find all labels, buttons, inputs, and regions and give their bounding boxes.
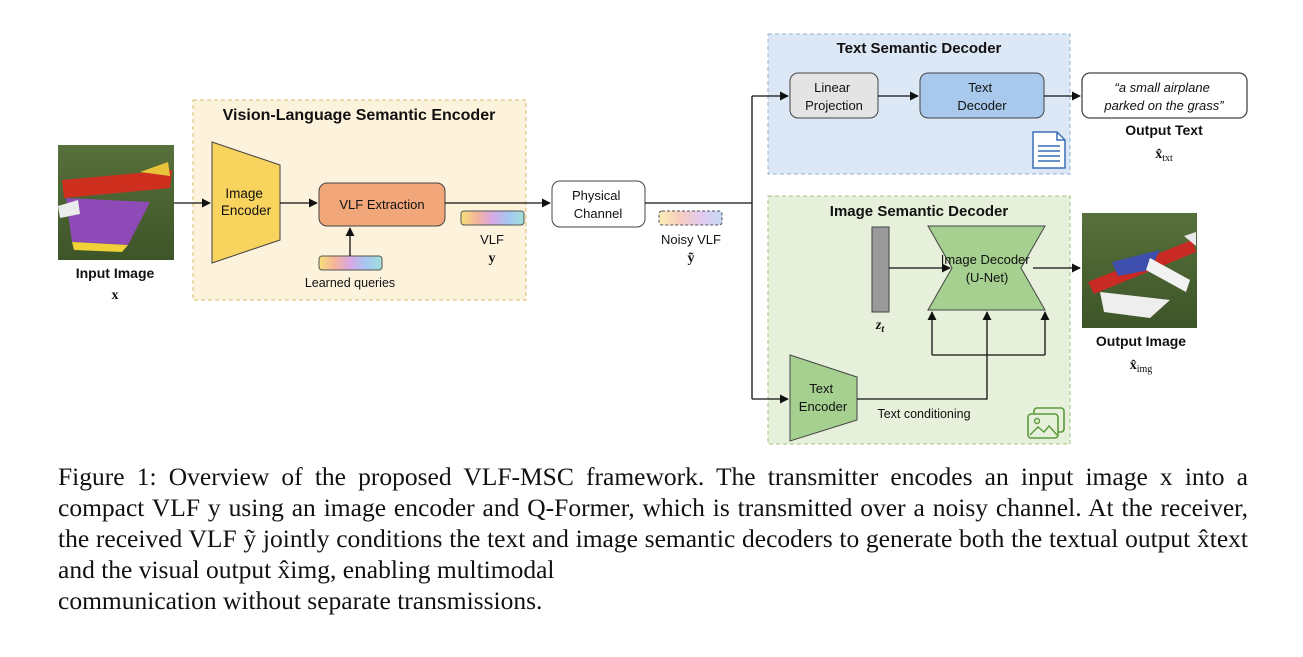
text-decoder-title: Text Semantic Decoder — [837, 40, 1002, 57]
output-image-symbol-sub: img — [1137, 364, 1153, 375]
output-quote-line-2: parked on the grass” — [1103, 98, 1224, 113]
physical-channel-line-2: Channel — [574, 206, 623, 221]
physical-channel-line-1: Physical — [572, 188, 621, 203]
output-quote-line-1: “a small airplane — [1115, 80, 1210, 95]
input-image-symbol: x — [112, 288, 119, 303]
vlf-bar — [460, 210, 525, 226]
text-encoder-label: Text Encoder — [799, 381, 848, 414]
caption-body: Figure 1: Overview of the proposed VLF-M… — [58, 462, 1248, 584]
input-image — [58, 145, 174, 260]
connectors — [174, 91, 1081, 404]
text-encoder-line-1: Text — [809, 381, 833, 396]
noisy-vlf-symbol: ỹ — [688, 251, 695, 266]
learned-queries-label: Learned queries — [305, 276, 395, 290]
text-decoder-line-2: Decoder — [957, 98, 1007, 113]
output-text-symbol-main: x̂ — [1155, 147, 1162, 162]
image-encoder-block — [211, 141, 281, 264]
output-text-quote: “a small airplane parked on the grass” — [1103, 80, 1224, 113]
output-text-symbol-sub: txt — [1162, 153, 1173, 164]
noisy-vlf-label: Noisy VLF — [661, 232, 721, 247]
vlf-label: VLF — [480, 232, 504, 247]
unet-label: Image Decoder (U-Net) — [941, 252, 1034, 285]
encoder-title: Vision-Language Semantic Encoder — [223, 107, 496, 124]
image-encoder-line-1: Image — [225, 186, 263, 201]
output-image — [1082, 213, 1197, 328]
text-decoder-line-1: Text — [968, 80, 992, 95]
document-icon — [1032, 131, 1066, 169]
physical-channel-block — [551, 180, 646, 228]
output-text-box — [1081, 72, 1248, 119]
linear-projection-line-1: Linear — [814, 80, 851, 95]
input-image-label: Input Image — [76, 265, 155, 281]
output-image-symbol: x̂img — [1130, 358, 1153, 375]
output-text-label: Output Text — [1125, 122, 1203, 138]
vlf-extraction-block — [318, 182, 446, 227]
image-decoder-title: Image Semantic Decoder — [830, 203, 1009, 220]
unet-block — [927, 225, 1046, 311]
vlf-extraction-label: VLF Extraction — [339, 197, 424, 212]
caption-last-line: communication without separate transmiss… — [58, 586, 543, 615]
linear-projection-label: Linear Projection — [805, 80, 863, 113]
linear-projection-line-2: Projection — [805, 98, 863, 113]
output-image-label: Output Image — [1096, 333, 1186, 349]
figure-caption: Figure 1: Overview of the proposed VLF-M… — [58, 461, 1248, 616]
image-gallery-icon — [1027, 407, 1065, 439]
text-decoder-block-label: Text Decoder — [957, 80, 1007, 113]
output-image-symbol-main: x̂ — [1130, 358, 1137, 373]
framework-diagram: Input Image x Vision-Language Semantic E… — [58, 33, 1248, 445]
text-encoder-block — [789, 354, 858, 442]
image-encoder-line-2: Encoder — [221, 203, 272, 218]
latent-noise-block — [871, 226, 890, 313]
latent-symbol-sub: t — [881, 324, 885, 335]
unet-line-1: Image Decoder — [941, 252, 1031, 267]
output-text-symbol: x̂txt — [1155, 147, 1173, 164]
image-encoder-label: Image Encoder — [221, 186, 272, 218]
unet-line-2: (U-Net) — [966, 270, 1009, 285]
learned-queries-bar — [318, 255, 383, 271]
physical-channel-label: Physical Channel — [572, 188, 624, 221]
vlf-symbol: y — [489, 251, 496, 266]
latent-symbol: zt — [875, 318, 885, 335]
latent-symbol-main: z — [875, 318, 882, 333]
text-encoder-line-2: Encoder — [799, 399, 848, 414]
line-conditioning — [857, 355, 988, 400]
text-conditioning-label: Text conditioning — [877, 407, 970, 421]
noisy-vlf-bar — [658, 210, 723, 226]
